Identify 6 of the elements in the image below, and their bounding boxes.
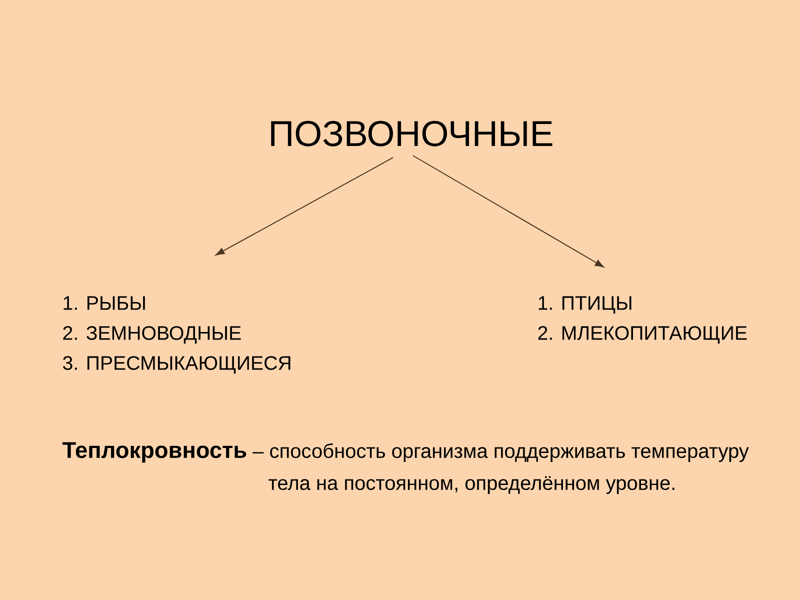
class-list: 1. ПТИЦЫ 2. МЛЕКОПИТАЮЩИЕ <box>538 296 747 344</box>
arrow <box>216 157 394 256</box>
heading-text: ПОЗВОНОЧНЫЕ <box>271 120 552 146</box>
class-list: 1. РЫБЫ 2. ЗЕМНОВОДНЫЕ 3. ПРЕСМЫКАЮЩИЕСЯ <box>63 296 290 374</box>
arrow <box>412 155 604 268</box>
definition-text: Теплокровность – способность организма поддерживать температуру тела на постоянном, определённом уровне. <box>62 442 749 494</box>
